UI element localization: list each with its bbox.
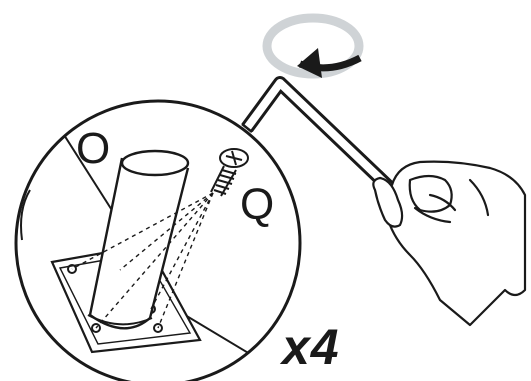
quantity-label: x4 [282,322,340,372]
detail-view [16,101,300,381]
rotation-arrow-icon [267,18,360,78]
part-label-o: O [76,127,110,171]
part-label-q: Q [240,183,274,227]
hand-icon [373,162,525,325]
